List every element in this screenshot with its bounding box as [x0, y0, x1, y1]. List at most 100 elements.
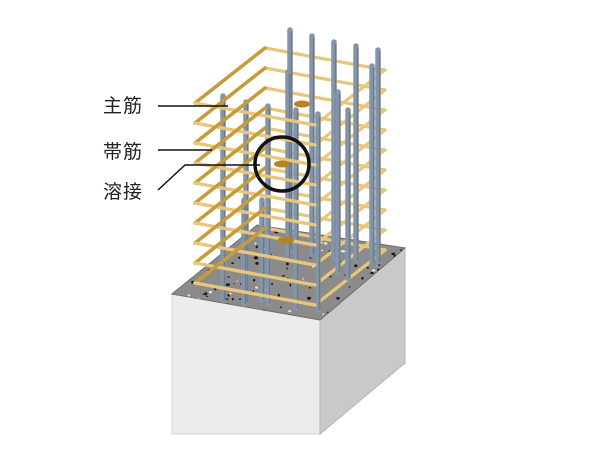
aggregate-speck — [253, 256, 259, 260]
hoop-left-edge — [193, 106, 267, 165]
weld-spot — [294, 100, 310, 108]
aggregate-speck — [255, 245, 258, 249]
weld-spot — [274, 160, 290, 168]
aggregate-speck — [399, 225, 402, 227]
aggregate-speck — [196, 267, 201, 269]
aggregate-speck — [194, 252, 197, 256]
aggregate-speck — [383, 234, 388, 238]
aggregate-speck — [336, 297, 340, 300]
hoop-left-edge — [193, 126, 267, 185]
aggregate-speck — [186, 248, 190, 251]
hoop-left-edge — [193, 66, 267, 125]
aggregate-speck — [376, 265, 378, 267]
aggregate-speck — [193, 236, 197, 240]
aggregate-speck — [208, 255, 210, 258]
hoop-back-edge — [263, 66, 387, 92]
aggregate-speck — [348, 286, 351, 288]
aggregate-speck — [190, 245, 193, 248]
aggregate-speck — [174, 253, 177, 257]
hoop-back-edge — [263, 206, 387, 232]
hoop-left-edge — [193, 186, 267, 245]
hoop-left-edge — [193, 146, 267, 205]
aggregate-speck — [301, 226, 304, 229]
aggregate-speck — [238, 256, 241, 260]
hoop-back-edge — [263, 146, 387, 172]
leader-line-weld — [157, 164, 260, 191]
hoop-back-edge — [263, 106, 387, 132]
aggregate-speck — [196, 236, 198, 239]
aggregate-speck — [209, 236, 214, 239]
aggregate-speck — [281, 275, 286, 277]
aggregate-speck — [370, 272, 374, 274]
aggregate-speck — [323, 242, 328, 245]
aggregate-speck — [371, 269, 376, 272]
aggregate-speck — [177, 236, 180, 239]
aggregate-speck — [324, 225, 327, 227]
aggregate-speck — [231, 262, 235, 265]
aggregate-speck — [391, 252, 396, 255]
aggregate-speck — [205, 295, 209, 297]
aggregate-speck — [253, 278, 256, 282]
aggregate-speck — [255, 286, 259, 289]
aggregate-speck — [280, 306, 282, 309]
aggregate-speck — [227, 276, 230, 278]
aggregate-speck — [194, 228, 197, 231]
aggregate-speck — [212, 238, 215, 240]
aggregate-speck — [177, 274, 182, 278]
aggregate-speck — [326, 311, 329, 313]
label-weld: 溶接 — [103, 181, 144, 203]
aggregate-speck — [329, 275, 332, 278]
hoops-front — [193, 46, 317, 307]
hoop-back-edge — [263, 86, 387, 112]
aggregate-speck — [225, 283, 230, 287]
aggregate-speck — [288, 310, 292, 313]
weld-spots — [274, 100, 310, 244]
aggregate-speck — [277, 293, 280, 297]
aggregate-speck — [193, 230, 196, 233]
aggregate-speck — [390, 232, 394, 235]
aggregate-speck — [208, 291, 213, 294]
hoop-left-edge — [193, 206, 267, 265]
aggregate-speck — [308, 287, 312, 289]
aggregate-speck — [225, 298, 229, 300]
aggregate-speck — [187, 294, 191, 297]
aggregate-speck — [233, 283, 235, 285]
aggregate-speck — [395, 225, 399, 227]
aggregate-speck — [286, 267, 288, 270]
hoop-back-edge — [263, 166, 387, 192]
aggregate-speck — [236, 280, 238, 282]
aggregate-speck — [180, 271, 183, 274]
hoop-left-edge — [193, 86, 267, 145]
aggregate-speck — [227, 293, 230, 297]
aggregate-speck — [255, 261, 259, 265]
aggregate-speck — [286, 262, 289, 266]
label-hoop: 帯筋 — [103, 141, 144, 163]
weld-circle-icon — [253, 135, 311, 193]
aggregate-speck — [302, 278, 304, 280]
aggregate-speck — [322, 313, 324, 316]
aggregate-speck — [361, 276, 364, 280]
aggregate-speck — [354, 264, 358, 268]
hoop-left-edge — [193, 226, 267, 285]
aggregate-speck — [400, 248, 402, 252]
aggregate-speck — [306, 296, 312, 300]
hoop-back-edge — [263, 126, 387, 152]
aggregate-speck — [366, 267, 370, 269]
aggregate-speck — [320, 249, 324, 252]
aggregate-speck — [175, 258, 179, 261]
aggregate-speck — [204, 292, 208, 296]
weld-spot — [278, 236, 294, 244]
aggregate-speck — [325, 231, 328, 234]
aggregate-speck — [231, 298, 234, 301]
aggregate-speck — [387, 226, 392, 230]
hoop-back-edge — [263, 46, 387, 72]
hoop-left-edge — [193, 46, 267, 105]
aggregate-speck — [254, 242, 257, 245]
aggregate-speck — [385, 239, 388, 242]
aggregate-speck — [289, 283, 292, 287]
aggregate-speck — [210, 233, 214, 235]
label-main-rebar: 主筋 — [103, 95, 144, 117]
aggregate-speck — [271, 283, 274, 286]
aggregate-speck — [228, 292, 232, 295]
